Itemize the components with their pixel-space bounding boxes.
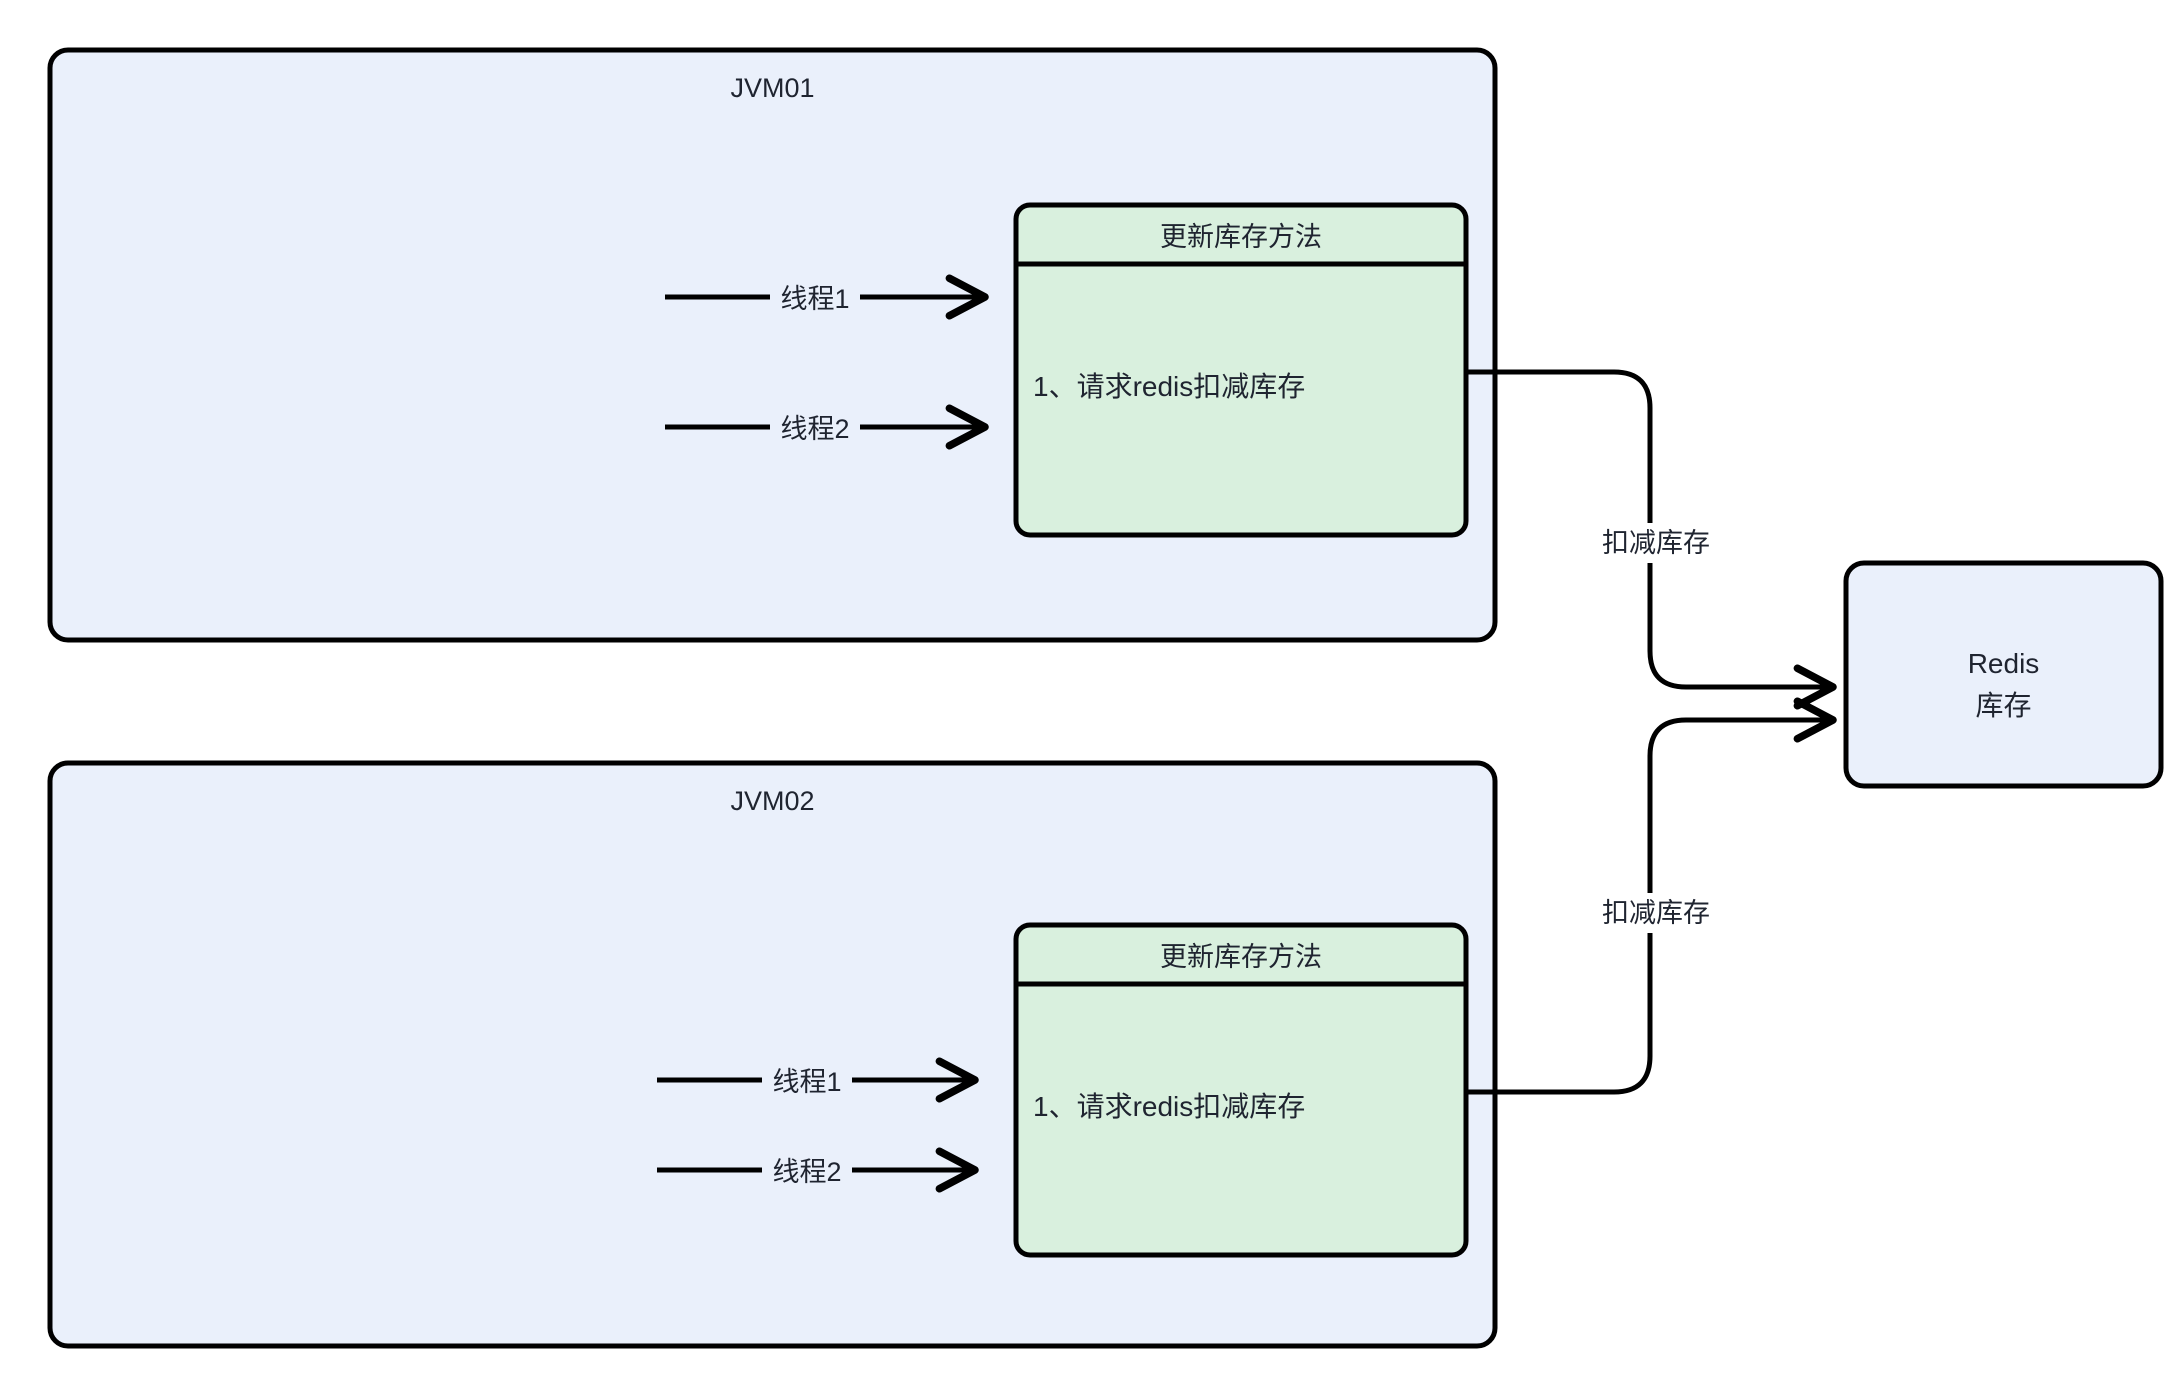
- redis-node[interactable]: [1843, 560, 2164, 789]
- edge-jvm01-to-redis[interactable]: [1463, 369, 1837, 710]
- edge-jvm02-to-redis[interactable]: [1463, 697, 1837, 1095]
- jvm02-method-box[interactable]: [1013, 922, 1469, 1258]
- jvm01-method-box[interactable]: [1013, 202, 1469, 538]
